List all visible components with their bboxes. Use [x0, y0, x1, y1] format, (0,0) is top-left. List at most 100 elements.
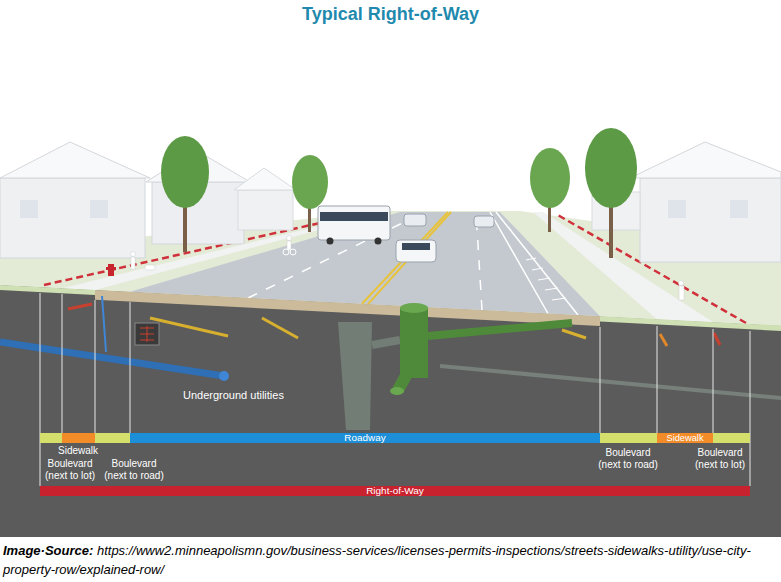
callout-label: Underground utilities — [183, 389, 284, 401]
band-label: Right-of-Way — [40, 486, 750, 496]
base-layers — [0, 285, 95, 295]
utility-pipe — [0, 342, 224, 376]
pedestrian — [131, 236, 685, 301]
utility-pipe — [390, 387, 404, 395]
tree — [585, 128, 637, 208]
utility-pipe — [562, 330, 586, 338]
band-segment: Sidewalk — [657, 433, 713, 443]
band-label: Boulevard (next to road) — [101, 458, 167, 482]
roadway-surface — [526, 258, 536, 260]
diagram-title: Typical Right-of-Way — [0, 4, 781, 25]
house — [90, 200, 108, 218]
utility-pipe — [262, 318, 298, 338]
roadway-surface — [526, 258, 566, 300]
house — [0, 142, 150, 178]
pedestrian — [679, 286, 684, 300]
boundary-line — [657, 326, 658, 433]
utility-pipe — [660, 334, 667, 346]
pedestrian — [283, 249, 289, 255]
band-segment: Boulevard (next to lot) — [40, 433, 62, 443]
pedestrian — [287, 241, 291, 250]
base-layers — [95, 290, 600, 326]
band-segment: Boulevard (next to road) — [600, 433, 657, 443]
fire-hydrant — [106, 264, 116, 276]
sidewalk-surface — [533, 212, 713, 322]
utility-pipe — [440, 366, 781, 398]
band-segment: Sidewalk — [62, 433, 95, 443]
base-layers — [0, 285, 781, 331]
tree — [530, 148, 570, 208]
band-segment: Boulevard (next to lot) — [713, 433, 750, 443]
roadway-surface — [490, 212, 548, 314]
car — [402, 243, 430, 250]
house — [0, 178, 145, 258]
band-segment: Right-of-Way — [40, 486, 750, 496]
boundary-line — [95, 300, 96, 433]
band-label: Boulevard (next to road) — [595, 447, 661, 471]
car — [404, 214, 426, 226]
tree — [609, 200, 613, 258]
roadway-surface — [552, 298, 566, 300]
band-label: Boulevard (next to lot) — [688, 447, 752, 471]
roadway-surface — [532, 268, 543, 270]
band-label: Roadway — [130, 433, 600, 443]
utility-pipe — [68, 304, 92, 309]
ground-section — [0, 285, 781, 537]
bus — [375, 238, 382, 245]
utility-pipe — [714, 333, 720, 345]
pedestrian — [679, 281, 684, 286]
band-label: Boulevard (next to lot) — [38, 458, 102, 482]
utility-pipe — [0, 296, 781, 430]
house — [730, 200, 748, 218]
base-layers — [600, 316, 781, 331]
house — [630, 142, 781, 178]
utility-pipe — [150, 318, 228, 336]
boundary-line — [130, 302, 131, 433]
utility-pipe — [102, 296, 106, 352]
roadway-surface — [545, 288, 558, 290]
boundary-line — [40, 293, 750, 486]
boundary-line — [713, 329, 714, 433]
boundary-line — [62, 294, 63, 433]
house — [640, 178, 781, 262]
boundary-line — [600, 327, 601, 433]
image-caption: Image·Source: https://www2.minneapolismn… — [3, 541, 779, 579]
tree — [161, 136, 209, 208]
utility-vault — [135, 323, 159, 345]
utility-pipe — [219, 371, 229, 381]
tree — [292, 155, 328, 209]
utility-pipe — [428, 323, 572, 336]
bus — [318, 206, 390, 245]
utility-pipe — [338, 322, 372, 430]
band-label: Sidewalk — [50, 445, 106, 457]
boundary-line — [40, 293, 41, 486]
roadway-surface — [538, 278, 550, 280]
boundary-line — [750, 331, 751, 486]
pedestrian — [287, 236, 292, 241]
utility-vault — [135, 323, 159, 345]
pedestrian — [131, 252, 136, 257]
house — [20, 200, 38, 218]
band-segment: Boulevard (next to road) — [95, 433, 130, 443]
ground-section — [0, 285, 781, 537]
fire-hydrant — [106, 267, 116, 270]
car — [396, 240, 436, 262]
band-segment: Roadway — [130, 433, 600, 443]
house — [234, 168, 296, 190]
utility-pipe — [400, 308, 428, 378]
utility-vault — [140, 326, 154, 342]
utility-pipe — [400, 303, 428, 313]
utility-pipe — [372, 340, 400, 345]
car — [396, 214, 494, 262]
bus — [320, 212, 388, 221]
pedestrian — [145, 265, 155, 270]
pedestrian — [290, 249, 296, 255]
bus — [327, 238, 334, 245]
car — [474, 216, 494, 227]
bus — [318, 206, 390, 240]
house — [238, 190, 293, 230]
house — [668, 200, 686, 218]
pedestrian — [131, 257, 135, 269]
